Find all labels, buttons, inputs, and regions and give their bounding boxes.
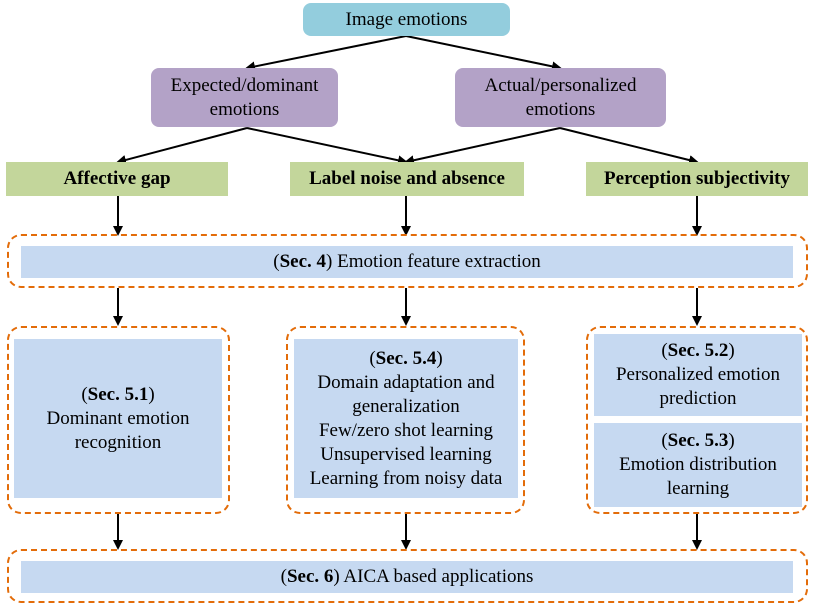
expected-emotions-node: Expected/dominant emotions (151, 68, 338, 127)
feature-extraction-node: (Sec. 4) Emotion feature extraction (21, 246, 793, 278)
sec54-line5: Learning from noisy data (309, 467, 503, 489)
arrow-root-to-expected (245, 35, 407, 72)
sec51-node: (Sec. 5.1) Dominant emotion recognition (14, 339, 222, 498)
sec54-line1: Domain adaptation and (317, 371, 495, 393)
sec4-ref: Sec. 4 (279, 251, 327, 272)
actual-emotions-node: Actual/personalized emotions (455, 68, 666, 127)
right-group (586, 326, 808, 514)
sec53-line1: Emotion distribution (619, 454, 777, 475)
sec54-node: (Sec. 5.4) Domain adaptation and general… (294, 339, 518, 498)
sec4-close-paren: ) (326, 251, 333, 272)
sec4-open-paren: ( (273, 251, 280, 272)
sec51-line2: recognition (74, 431, 162, 453)
sec52-line1: Personalized emotion (615, 364, 781, 385)
sec52-line2: prediction (659, 388, 737, 409)
feature-extraction-label: Emotion feature extraction (332, 251, 541, 272)
image-emotions-node: Image emotions (303, 3, 510, 36)
applications-node: (Sec. 6) AICA based applications (21, 561, 793, 593)
label-noise-node: Label noise and absence (290, 162, 524, 196)
sec6-ref: Sec. 6 (286, 566, 334, 587)
sec52-node: (Sec. 5.2) Personalized emotion predicti… (594, 334, 802, 416)
sec6-open-paren: ( (280, 566, 287, 587)
sec51-heading: (Sec. 5.1) (81, 383, 155, 405)
actual-line2: emotions (525, 98, 596, 120)
sec54-heading: (Sec. 5.4) (369, 347, 443, 369)
arrow-actual-to-labelnoise (404, 127, 561, 166)
sec54-line4: Unsupervised learning (320, 443, 492, 465)
arrow-expected-to-affective (116, 127, 248, 165)
arrow-root-to-actual (405, 35, 562, 72)
sec53-node: (Sec. 5.3) Emotion distribution learning (594, 423, 802, 507)
actual-line1: Actual/personalized (484, 74, 637, 96)
affective-gap-node: Affective gap (6, 162, 228, 196)
sec53-heading: (Sec. 5.3) (661, 430, 735, 451)
feature-extraction-group (7, 234, 808, 288)
applications-label: AICA based applications (339, 566, 534, 587)
expected-line2: emotions (209, 98, 280, 120)
perception-label: Perception subjectivity (604, 168, 790, 189)
sec54-line3: Few/zero shot learning (318, 419, 494, 441)
arrow-actual-to-perception (559, 127, 699, 165)
sec52-heading: (Sec. 5.2) (661, 340, 735, 361)
sec51-group (7, 326, 230, 514)
arrow-expected-to-labelnoise (246, 127, 408, 166)
sec54-group (286, 326, 525, 514)
label-noise-label: Label noise and absence (309, 168, 505, 189)
sec54-line2: generalization (352, 395, 460, 417)
sec53-line2: learning (666, 478, 730, 499)
expected-line1: Expected/dominant (170, 74, 319, 96)
sec51-line1: Dominant emotion (46, 407, 190, 429)
sec6-close-paren: ) (333, 566, 340, 587)
applications-group (7, 549, 808, 603)
affective-gap-label: Affective gap (63, 168, 171, 189)
image-emotions-label: Image emotions (345, 8, 468, 30)
perception-subjectivity-node: Perception subjectivity (586, 162, 808, 196)
